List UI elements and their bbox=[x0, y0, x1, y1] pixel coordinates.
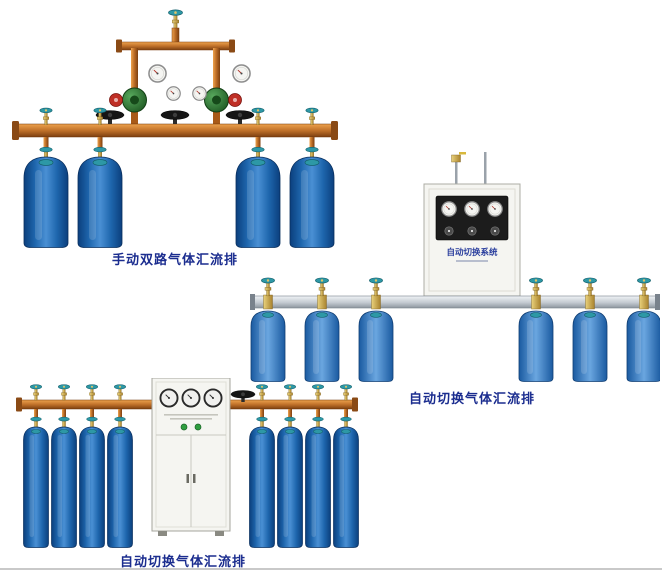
gas-cylinder bbox=[305, 426, 331, 548]
cabinet-foot bbox=[215, 531, 224, 536]
gas-cylinder bbox=[23, 426, 49, 548]
pressure-gauge bbox=[232, 64, 251, 83]
inlet-valve bbox=[168, 9, 183, 30]
cabinet-label: 自动切换系统 bbox=[446, 247, 498, 257]
teal-valve bbox=[113, 384, 127, 401]
pressure-gauge bbox=[487, 201, 503, 217]
panel-text-line bbox=[164, 414, 218, 416]
pressure-gauge bbox=[159, 388, 179, 408]
cylinder-valve bbox=[284, 416, 296, 428]
green-button bbox=[194, 423, 202, 431]
drop-pipe bbox=[97, 137, 103, 150]
product-auto-switch-manifold-cabinet bbox=[12, 378, 364, 550]
teal-valve bbox=[39, 107, 53, 126]
drop-pipe bbox=[309, 137, 315, 150]
left-regulator bbox=[109, 87, 147, 113]
header-pipe-right bbox=[227, 397, 358, 412]
cylinder-valve bbox=[340, 416, 352, 428]
gas-cylinder bbox=[79, 426, 105, 548]
cylinder-valve bbox=[30, 416, 42, 428]
drop-pipe bbox=[43, 137, 49, 150]
gas-cylinder bbox=[572, 310, 608, 382]
right-branch-pipe bbox=[213, 48, 220, 92]
gas-cylinder bbox=[358, 310, 394, 382]
right-branch-drop bbox=[213, 110, 220, 126]
cylinder-valve bbox=[312, 416, 324, 428]
teal-valve bbox=[260, 277, 276, 297]
product-manual-dual-manifold bbox=[10, 8, 340, 248]
teal-valve bbox=[368, 277, 384, 297]
pressure-gauge bbox=[203, 388, 223, 408]
pressure-gauge bbox=[441, 201, 457, 217]
inlet-pipe-assembly bbox=[168, 9, 183, 47]
gas-cylinder bbox=[304, 310, 340, 382]
gas-cylinder bbox=[518, 310, 554, 382]
manifold-rail bbox=[250, 294, 660, 310]
pressure-gauge bbox=[181, 388, 201, 408]
valve-lever bbox=[459, 152, 466, 155]
teal-valve bbox=[85, 384, 99, 401]
gas-cylinder bbox=[51, 426, 77, 548]
teal-valve bbox=[311, 384, 325, 401]
drop-pipe bbox=[255, 137, 261, 150]
left-branch-pipe bbox=[131, 48, 138, 92]
caption-auto-switch-manifold: 自动切换气体汇流排 bbox=[408, 391, 535, 406]
control-cabinet bbox=[151, 378, 231, 536]
teal-valve bbox=[314, 277, 330, 297]
main-header-pipe bbox=[12, 121, 338, 140]
teal-valve bbox=[255, 384, 269, 401]
cylinder-valve bbox=[86, 416, 98, 428]
gas-cylinder bbox=[77, 156, 123, 248]
gas-cylinder bbox=[333, 426, 359, 548]
manual-dual-manifold-image bbox=[12, 9, 338, 248]
gas-cylinder bbox=[23, 156, 69, 248]
gas-cylinder bbox=[107, 426, 133, 548]
cylinder-valve bbox=[114, 416, 126, 428]
panel-text-line bbox=[170, 418, 212, 420]
caption-auto-switch-manifold-cabinet: 自动切换气体汇流排 bbox=[119, 554, 246, 569]
gas-cylinder bbox=[249, 426, 275, 548]
teal-valve bbox=[636, 277, 652, 297]
black-handwheel-valve bbox=[225, 110, 255, 124]
green-button bbox=[180, 423, 188, 431]
teal-valve bbox=[339, 384, 353, 401]
door-handle bbox=[186, 474, 189, 483]
pressure-gauge bbox=[166, 86, 181, 101]
product-auto-switch-manifold: 自动切换系统 bbox=[250, 152, 660, 384]
cabinet-foot bbox=[158, 531, 167, 536]
pressure-gauge bbox=[464, 201, 480, 217]
cylinder-valve bbox=[256, 416, 268, 428]
pressure-gauge bbox=[148, 64, 167, 83]
black-handwheel-valve bbox=[160, 110, 190, 124]
right-regulator bbox=[204, 87, 242, 113]
gas-cylinder bbox=[626, 310, 660, 382]
auto-switch-manifold-image: 自动切换系统 bbox=[250, 152, 660, 382]
door-handle bbox=[193, 474, 196, 483]
teal-valve bbox=[29, 384, 43, 401]
left-branch-drop bbox=[131, 110, 138, 126]
rail-unions bbox=[263, 294, 649, 310]
pressure-gauge bbox=[192, 86, 207, 101]
bottom-border-line bbox=[0, 568, 662, 570]
teal-valve bbox=[305, 107, 319, 126]
teal-valve bbox=[582, 277, 598, 297]
cabinet-top-pipes bbox=[451, 152, 487, 186]
auto-switch-manifold-cabinet-image bbox=[16, 378, 359, 548]
caption-manual-dual-manifold: 手动双路气体汇流排 bbox=[111, 252, 238, 267]
drop-pipes bbox=[34, 409, 348, 418]
sub-header-pipe bbox=[116, 39, 235, 53]
cabinet-sub-label bbox=[456, 260, 488, 262]
cylinder-valve bbox=[58, 416, 70, 428]
gas-cylinder bbox=[250, 310, 286, 382]
teal-valve bbox=[251, 107, 265, 126]
teal-valve bbox=[528, 277, 544, 297]
teal-valve bbox=[283, 384, 297, 401]
control-cabinet: 自动切换系统 bbox=[423, 183, 521, 297]
teal-valve bbox=[57, 384, 71, 401]
gas-cylinder bbox=[277, 426, 303, 548]
